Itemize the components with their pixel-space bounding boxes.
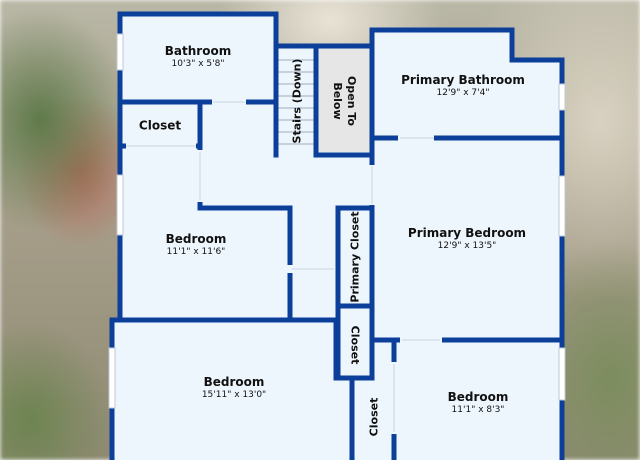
room-name: Closet bbox=[138, 118, 182, 133]
room-dimensions: 15'11" x 13'0" bbox=[201, 389, 267, 400]
room-dimensions: 11'1" x 8'3" bbox=[451, 404, 505, 415]
room-name: Bedroom bbox=[165, 231, 227, 246]
room-primary-bathroom: Primary Bathroom 12'9" x 7'4" bbox=[401, 73, 525, 99]
room-primary-closet: Primary Closet bbox=[348, 211, 362, 303]
room-primary-bedroom: Primary Bedroom 12'9" x 13'5" bbox=[408, 226, 526, 252]
open-to-below-area bbox=[318, 48, 370, 152]
room-bedroom-large: Bedroom 15'11" x 13'0" bbox=[202, 375, 266, 401]
room-open-to-below: Open To Below bbox=[330, 76, 358, 126]
open-to-below-line1: Open To bbox=[344, 76, 358, 126]
room-dimensions: 10'3" x 5'8" bbox=[171, 58, 225, 69]
room-dimensions: 12'9" x 13'5" bbox=[437, 240, 497, 251]
window-primary-bed bbox=[558, 175, 566, 237]
window-bedroom-left bbox=[116, 174, 124, 236]
room-bathroom: Bathroom 10'3" x 5'8" bbox=[165, 44, 231, 70]
window-bedroom-large bbox=[108, 347, 116, 409]
room-dimensions: 12'9" x 7'4" bbox=[436, 87, 490, 98]
room-name: Primary Bathroom bbox=[401, 72, 525, 87]
room-closet-bottom: Closet bbox=[367, 397, 381, 437]
room-name: Bedroom bbox=[203, 374, 265, 389]
room-bedroom-left: Bedroom 11'1" x 11'6" bbox=[166, 232, 227, 258]
stairs-treads bbox=[278, 59, 316, 145]
window-bedroom-right bbox=[558, 347, 566, 401]
door-lines bbox=[126, 101, 440, 432]
room-closet-top: Closet bbox=[139, 119, 181, 134]
room-name: Bathroom bbox=[164, 43, 232, 58]
windows bbox=[108, 33, 566, 409]
room-name: Bedroom bbox=[447, 389, 509, 404]
room-name: Primary Bedroom bbox=[407, 225, 527, 240]
room-dimensions: 11'1" x 11'6" bbox=[166, 246, 226, 257]
room-closet-mid: Closet bbox=[348, 325, 362, 365]
window-primary-bath bbox=[558, 83, 566, 111]
door-left-bedroom-hall bbox=[287, 265, 294, 273]
room-bedroom-right: Bedroom 11'1" x 8'3" bbox=[448, 390, 509, 416]
open-to-below-line2: Below bbox=[331, 82, 344, 120]
room-stairs: Stairs (Down) bbox=[290, 58, 304, 144]
window-bathroom bbox=[116, 33, 124, 71]
